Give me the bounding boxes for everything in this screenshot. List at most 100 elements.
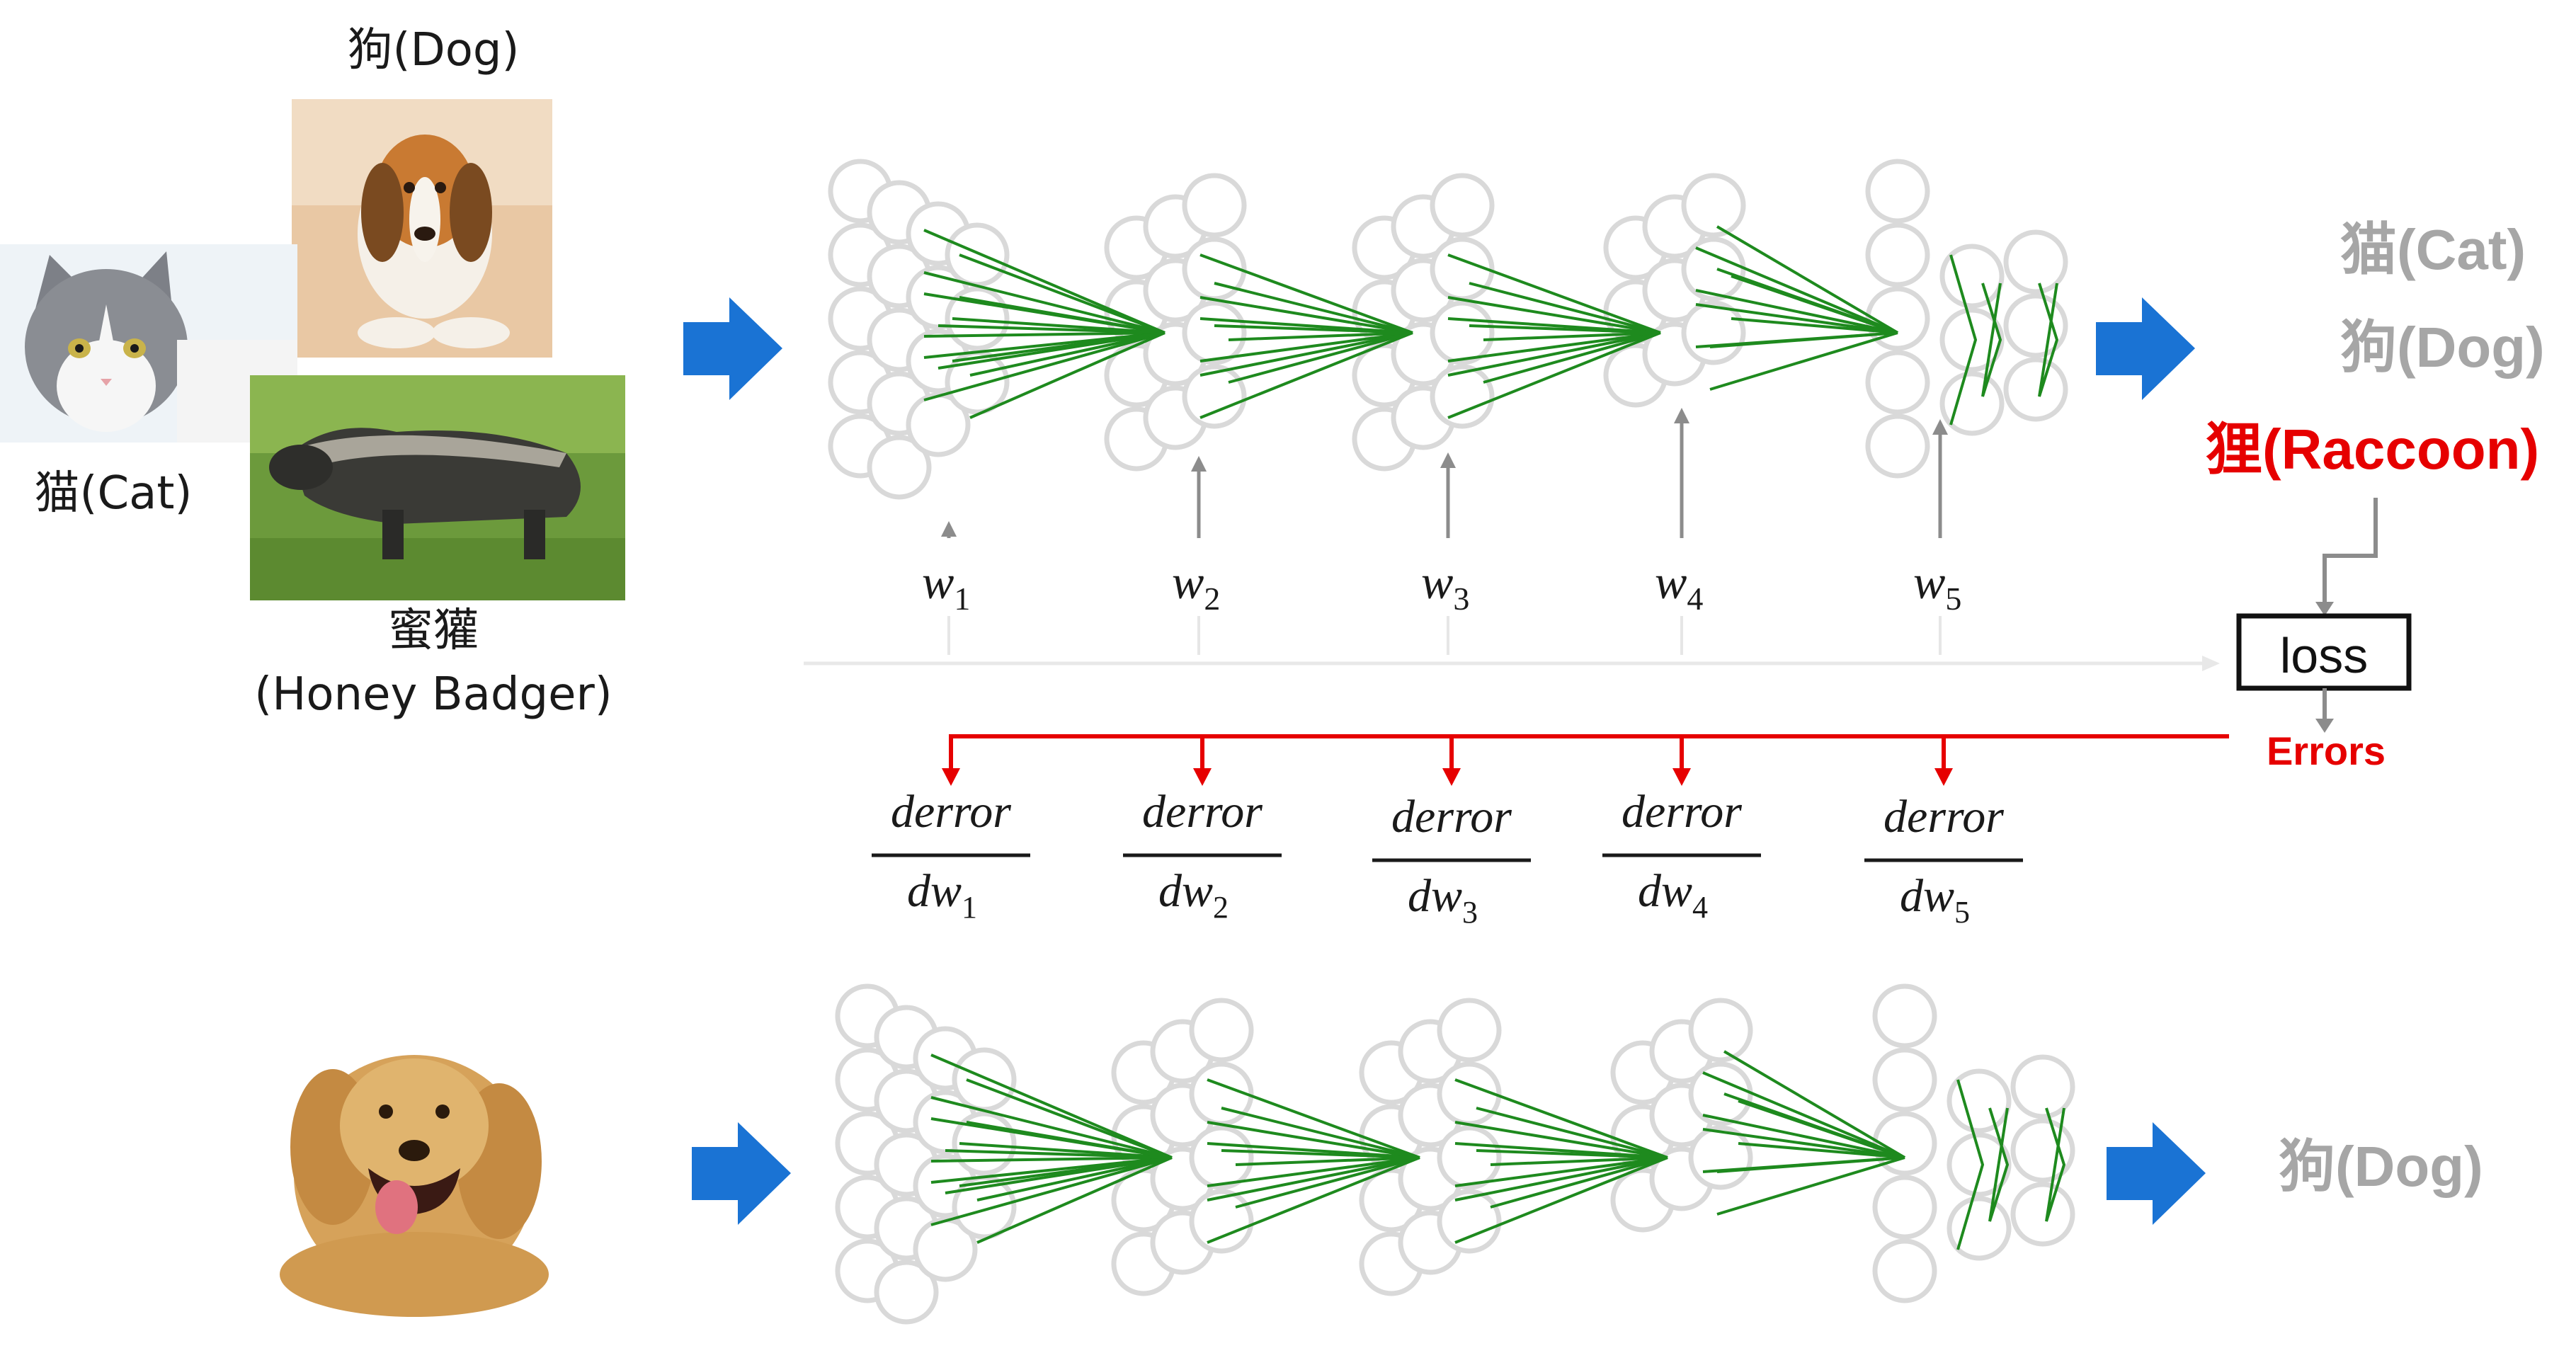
bottom-network-edge <box>1207 1078 1420 1159</box>
top-network-neuron <box>1182 364 1247 429</box>
input-arrow-bottom <box>692 1122 791 1225</box>
gradient-denominator: dw2 <box>1158 865 1229 925</box>
bottom-network-edge <box>930 1054 1173 1159</box>
bottom-network-neuron <box>2010 1054 2075 1119</box>
top-network-edge <box>1214 324 1413 334</box>
input-arrow-top <box>683 297 782 400</box>
top-network-edge <box>1447 331 1661 377</box>
top-network-edge <box>1695 289 1898 334</box>
bottom-network-neuron <box>1688 1061 1753 1126</box>
bottom-network-edge <box>1454 1121 1668 1159</box>
error-drop-arrowhead <box>1442 768 1461 786</box>
loss-label: loss <box>2280 628 2368 683</box>
output-label-dog: 狗(Dog) <box>2340 316 2545 379</box>
top-network-neuron <box>2003 293 2068 358</box>
weight-label: w4 <box>1655 555 1703 617</box>
bottom-network-edge <box>1702 1114 1905 1159</box>
weight-arrowhead <box>1674 408 1689 423</box>
top-network-edge <box>1199 296 1413 334</box>
bottom-network-edge <box>1988 1107 2010 1222</box>
top-network-edge <box>1483 331 1661 384</box>
top-network-neuron <box>1681 173 1746 238</box>
output-arrow-bottom <box>2107 1122 2206 1225</box>
gradient-labels: derrordw1derrordw2derrordw3derrordw4derr… <box>872 736 2023 930</box>
top-network-neuron <box>1182 300 1247 365</box>
error-drop-arrowhead <box>942 768 960 786</box>
output-label-cat: 猫(Cat) <box>2340 218 2526 281</box>
top-network-neuron <box>2003 357 2068 422</box>
top-network-edge <box>1709 331 1898 348</box>
error-drop-arrowhead <box>1934 768 1953 786</box>
cat-label: 猫(Cat) <box>35 467 193 520</box>
error-drop-arrowhead <box>1672 768 1691 786</box>
top-network-edge <box>923 331 1166 338</box>
top-network-edge <box>959 253 1166 334</box>
badger-label-line1: 蜜獾 <box>388 605 479 657</box>
bottom-network-edge <box>1476 1107 1668 1159</box>
bottom-network-edge <box>1738 1142 1905 1159</box>
loss-box <box>2236 613 2412 691</box>
top-network-neuron <box>1430 364 1495 429</box>
bottom-network-edge <box>1454 1156 1668 1187</box>
bottom-network-neuron <box>1437 1125 1502 1190</box>
bottom-network-edges <box>930 1050 2066 1250</box>
top-network-edge <box>969 331 1166 377</box>
bottom-network-edge <box>945 1149 1173 1159</box>
weight-label: w5 <box>1913 555 1961 617</box>
bottom-network-edge <box>1207 1156 1420 1201</box>
top-network-neuron <box>867 435 932 500</box>
top-network-edge <box>1716 225 1899 334</box>
weight-label: w2 <box>1172 555 1220 617</box>
error-drop-arrowhead <box>1193 768 1212 786</box>
bottom-network-neuron <box>2010 1182 2075 1247</box>
top-network-neuron <box>1430 173 1495 238</box>
top-network-edge <box>969 331 1166 419</box>
cat-photo <box>0 244 297 443</box>
forward-pass-arrowhead <box>2202 656 2220 671</box>
errors-label: Errors <box>2267 729 2386 773</box>
badger-label-line2: (Honey Badger) <box>254 668 612 721</box>
top-network-edge <box>1228 331 1413 384</box>
bottom-network-edge <box>930 1096 1173 1159</box>
golden-retriever-photo <box>280 1055 549 1317</box>
top-network-edge <box>1228 331 1413 341</box>
top-network-neuron <box>1939 371 2005 436</box>
top-network-edge <box>1199 331 1413 419</box>
bottom-network-edge <box>966 1078 1173 1159</box>
bottom-network-edge <box>1490 1156 1668 1209</box>
bottom-network-edge <box>1490 1156 1668 1166</box>
bottom-network-edge <box>1738 1100 1905 1159</box>
bottom-network-edge <box>1702 1071 1905 1159</box>
loss-to-errors-arrowhead <box>2315 719 2334 733</box>
bottom-network-edge <box>1956 1079 1985 1250</box>
top-network-edge <box>1695 246 1898 334</box>
dog-photo <box>292 99 552 358</box>
raccoon-to-loss-arrowhead <box>2315 602 2334 616</box>
weight-arrowhead <box>1191 456 1207 472</box>
gradient-numerator: derror <box>1391 791 1512 843</box>
top-network-neuron <box>1681 236 1746 302</box>
bottom-network-neuron <box>952 1047 1017 1112</box>
bottom-network-edge <box>1716 1156 1905 1216</box>
top-network-edge <box>923 229 1166 334</box>
gradient-denominator: dw5 <box>1900 870 1970 930</box>
weight-label: w3 <box>1421 555 1469 617</box>
top-network-edge <box>1447 331 1661 363</box>
bottom-network-edge <box>1702 1128 1905 1159</box>
weight-arrowhead <box>1932 419 1948 435</box>
bottom-network-edge <box>1454 1078 1668 1159</box>
bottom-network-edge <box>1221 1107 1420 1159</box>
top-network-edge <box>1695 303 1898 334</box>
weight-arrowhead <box>1440 452 1456 468</box>
top-network-neuron <box>1681 300 1746 365</box>
bottom-network-neuron <box>1189 998 1254 1063</box>
top-network-edge <box>1731 317 1898 334</box>
top-network-edge <box>2038 282 2059 397</box>
honey-badger-photo <box>250 375 625 600</box>
top-network-nodes <box>828 159 2068 500</box>
bottom-network-edge <box>1476 1149 1668 1159</box>
output-label-raccoon: 狸(Raccoon) <box>2206 418 2539 481</box>
bottom-network-neuron <box>1947 1196 2012 1261</box>
top-network-edge <box>1199 253 1413 334</box>
